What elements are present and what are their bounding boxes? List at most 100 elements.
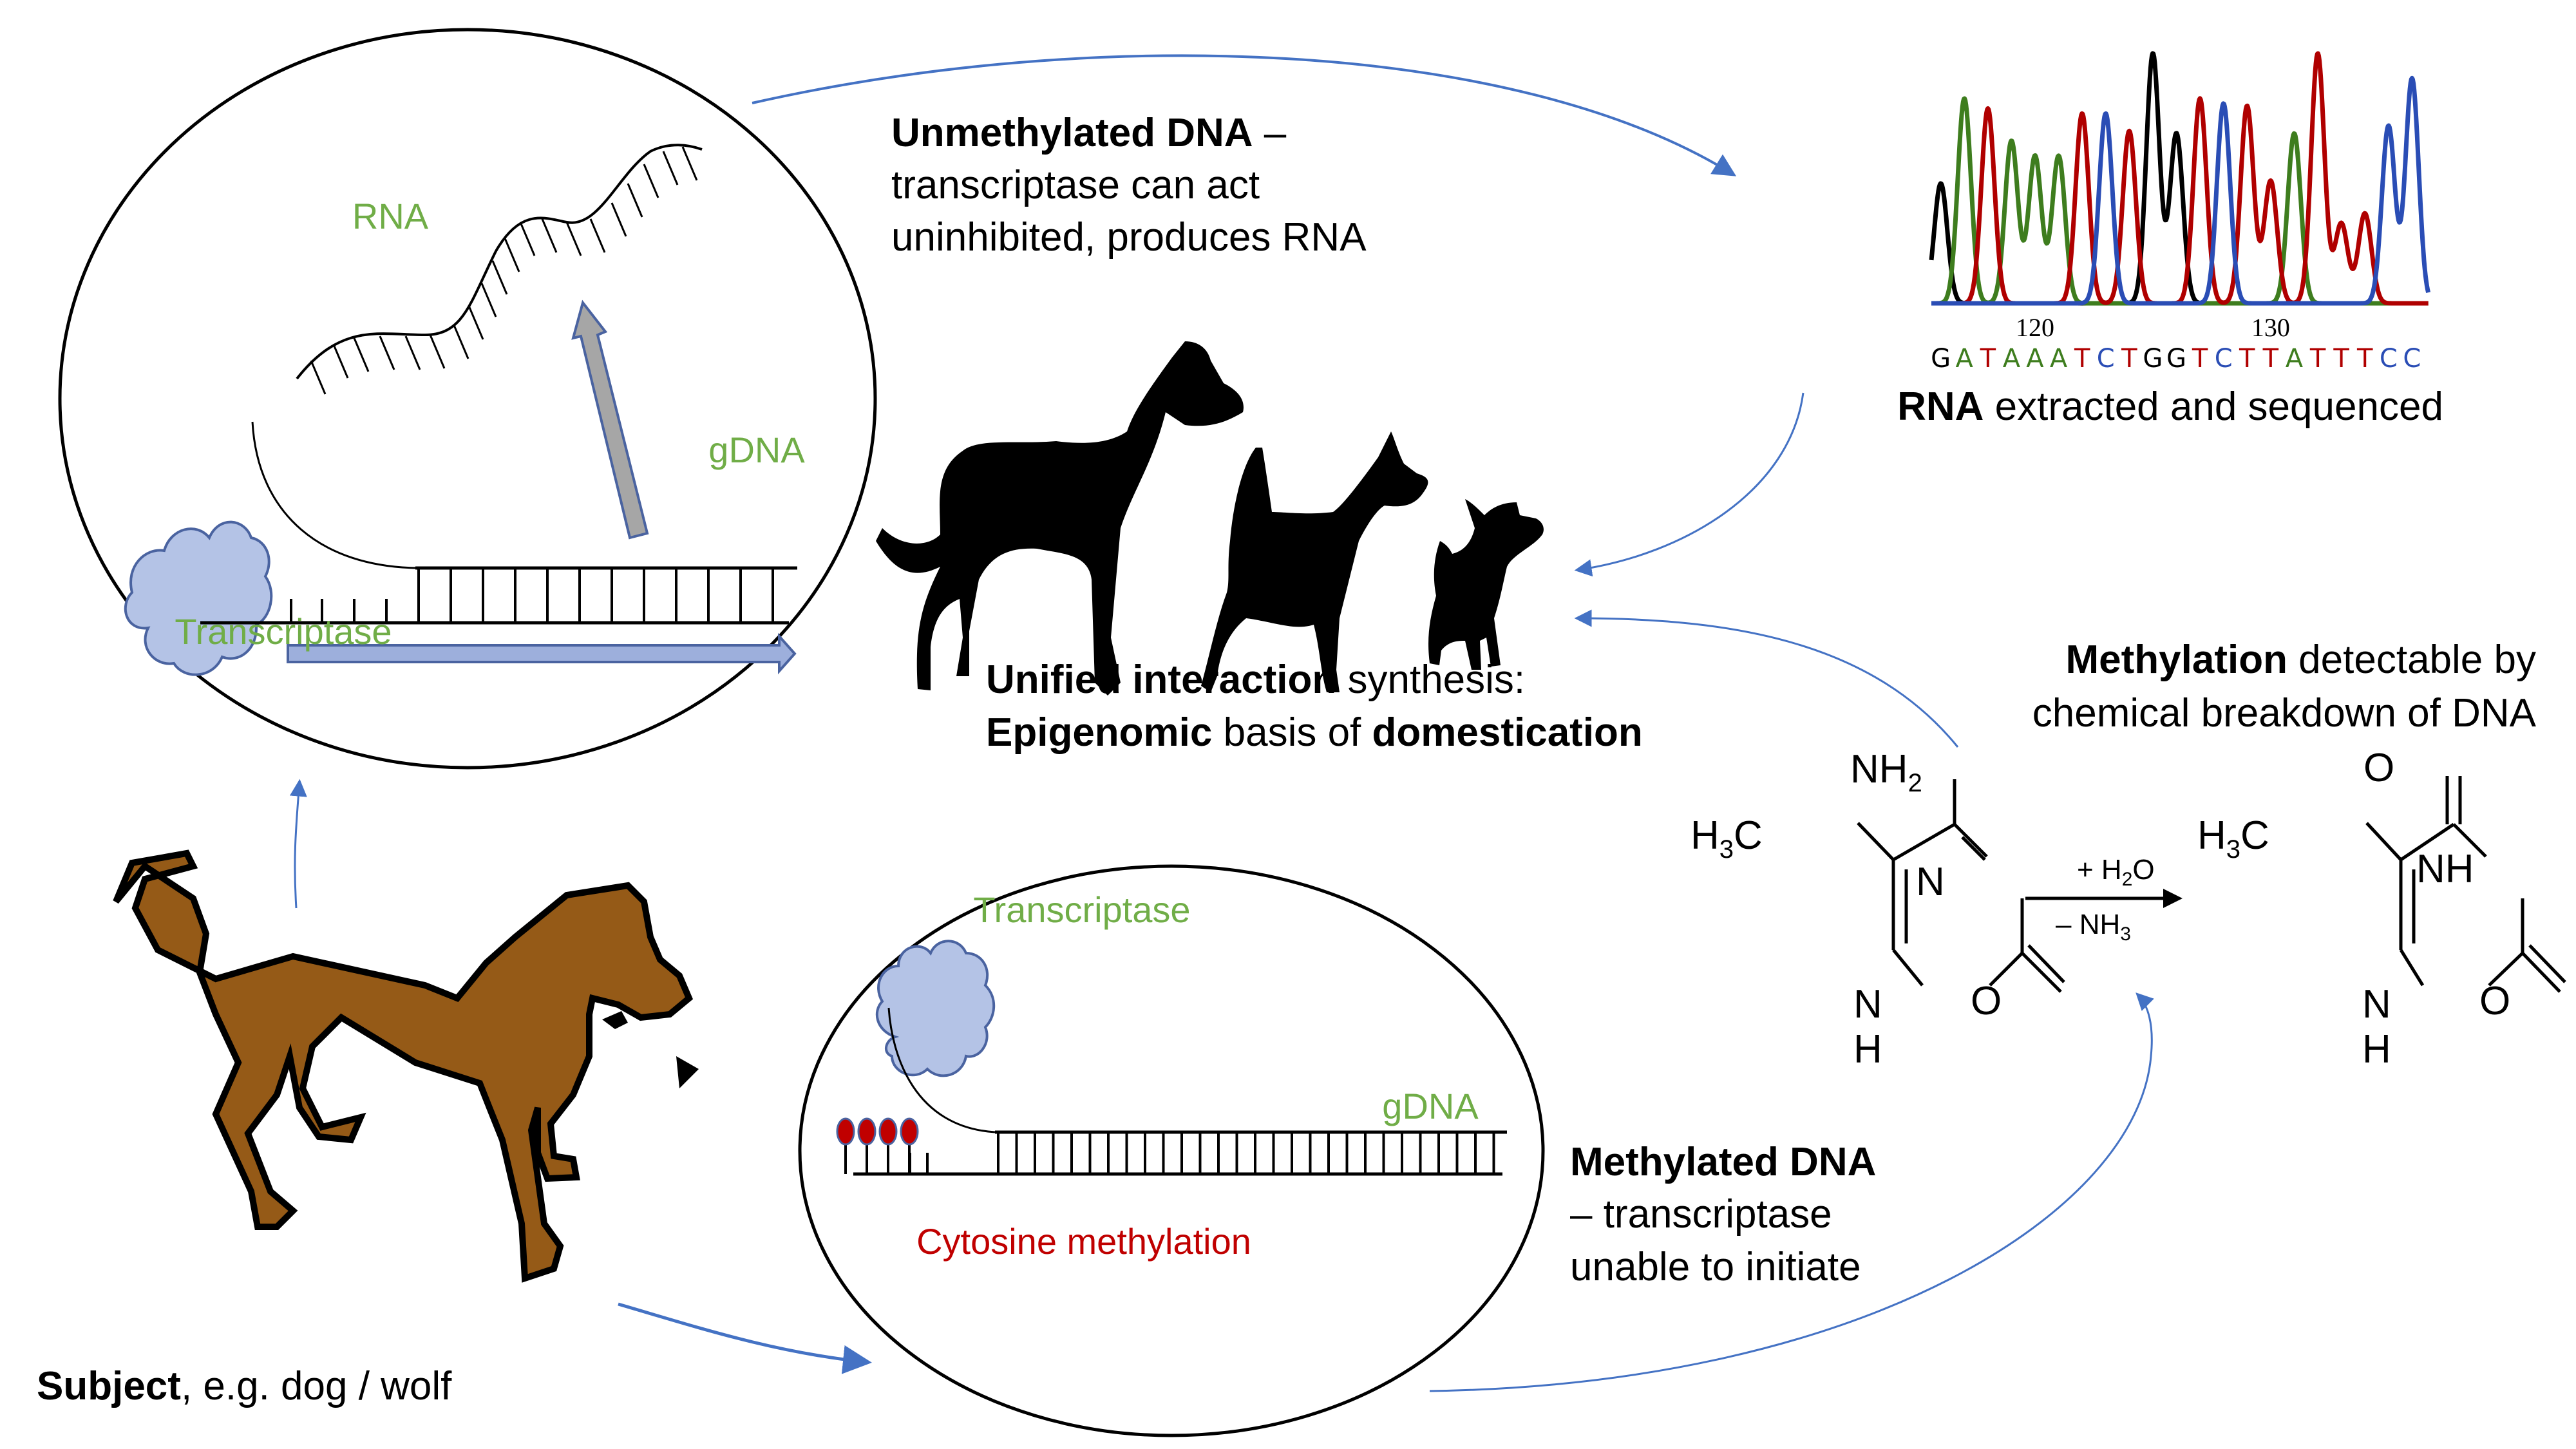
- base-call-T: T: [2074, 344, 2090, 374]
- chihuahua-silhouette-icon: [1428, 499, 1544, 670]
- base-call-T: T: [2309, 344, 2326, 374]
- unmethylated-caption: Unmethylated DNA – transcriptase can act…: [891, 111, 1367, 260]
- detection-text: detectable by: [2287, 638, 2536, 682]
- product-nh-h-label: H: [2362, 1027, 2391, 1072]
- base-call-C: C: [2380, 344, 2398, 374]
- synthesis-caption-line1: Unified interaction synthesis:: [986, 658, 1525, 702]
- methyl-group-marker: [836, 1117, 855, 1146]
- chem-text-part: H: [2197, 813, 2226, 858]
- unmethylated-caption-line1: Unmethylated DNA –: [891, 111, 1287, 155]
- sequencing-caption-rest: extracted and sequenced: [1984, 384, 2443, 429]
- base-call-G: G: [2166, 344, 2186, 374]
- methyl-group-marker: [900, 1117, 919, 1146]
- methyl-group-marker: [878, 1117, 898, 1146]
- base-call-T: T: [2356, 344, 2373, 374]
- chem-text-part: – NH: [2056, 909, 2120, 940]
- unmethylated-caption-line3: uninhibited, produces RNA: [891, 215, 1367, 260]
- base-call-T: T: [2262, 344, 2279, 374]
- methylated-caption-line2: – transcriptase: [1570, 1192, 1832, 1236]
- arrow-methylated-to-chemistry: [1429, 992, 2154, 1392]
- base-call-C: C: [2215, 344, 2233, 374]
- detection-caption: Methylation detectable by chemical break…: [2032, 638, 2537, 735]
- flow-arrows: [289, 54, 2154, 1392]
- chem-text-part: 3: [1719, 835, 1734, 864]
- detection-caption-line1: Methylation detectable by: [2066, 638, 2537, 682]
- synthesis-caption: Unified interaction synthesis: Epigenomi…: [986, 658, 1643, 755]
- chem-text-part: + H: [2077, 854, 2122, 886]
- methylated-panel: Transcriptase gDNA Cytosine methylation: [798, 864, 1545, 1437]
- greyhound-silhouette-icon: [876, 341, 1244, 696]
- dog-breeds-silhouettes: [876, 341, 1544, 696]
- product-top-oxygen-label: O: [2363, 746, 2394, 790]
- chem-text-part: 2: [1908, 769, 1922, 797]
- base-call-T: T: [2239, 344, 2255, 374]
- detection-caption-line2: chemical breakdown of DNA: [2032, 691, 2537, 735]
- transcriptase-enzyme-icon: [124, 520, 273, 676]
- synthesis-bold-domestication: domestication: [1372, 710, 1643, 755]
- subject-caption-rest: , e.g. dog / wolf: [181, 1364, 452, 1408]
- base-call-G: G: [1931, 344, 1951, 374]
- synthesis-text-1: synthesis:: [1336, 658, 1525, 702]
- synthesis-bold-epigenomic: Epigenomic: [986, 710, 1212, 755]
- methyl-group-marker: [857, 1117, 876, 1146]
- chem-text-part: 3: [2120, 923, 2131, 945]
- product-methyl-label: H3C: [2197, 813, 2269, 864]
- chromatogram-ticks: 120 130: [2016, 313, 2290, 342]
- unmethylated-cell-circle: [58, 28, 877, 770]
- base-call-T: T: [2333, 344, 2349, 374]
- methylated-cell-ellipse: [798, 864, 1545, 1437]
- transcriptase-enzyme-icon-2: [875, 940, 996, 1077]
- x-tick-label: 120: [2016, 313, 2054, 342]
- x-tick-label: 130: [2251, 313, 2290, 342]
- reactant-ring-n-label: N: [1916, 860, 1945, 904]
- base-call-T: T: [2192, 344, 2208, 374]
- subject-dog-illustration: [113, 849, 699, 1283]
- thymine-structure: [2365, 776, 2566, 993]
- methylated-caption-line3: unable to initiate: [1570, 1245, 1861, 1289]
- chem-text-part: H: [1690, 813, 1719, 858]
- rna-bases: [310, 146, 698, 395]
- rna-release-arrow: [571, 299, 649, 540]
- gdna-label: gDNA: [708, 430, 805, 470]
- unmethylated-caption-bold: Unmethylated DNA: [891, 111, 1253, 155]
- methylated-caption: Methylated DNA – transcriptase unable to…: [1570, 1140, 1876, 1289]
- transcriptase-label-2: Transcriptase: [973, 889, 1190, 930]
- base-call-T: T: [2121, 344, 2137, 374]
- base-call-G: G: [2143, 344, 2163, 374]
- reagent-remove-label: – NH3: [2056, 909, 2131, 945]
- base-call-A: A: [2003, 344, 2021, 374]
- dog-eye-icon: [602, 1011, 628, 1029]
- transcriptase-label: Transcriptase: [175, 611, 392, 652]
- gdna-label-2: gDNA: [1382, 1086, 1479, 1126]
- chem-text-part: O: [2132, 854, 2154, 886]
- synthesis-caption-line2: Epigenomic basis of domestication: [986, 710, 1643, 755]
- arrow-chemistry-to-synthesis: [1574, 609, 1959, 748]
- methylated-gdna-ladder: [853, 1130, 1507, 1176]
- chem-text-part: 2: [2122, 869, 2133, 890]
- base-call-C: C: [2403, 344, 2421, 374]
- unmethylated-panel: RNA gDNA Transcriptase: [58, 28, 877, 770]
- base-call-A: A: [2026, 344, 2044, 374]
- sequencing-caption: RNA extracted and sequenced: [1897, 384, 2443, 429]
- methylcytosine-structure: [1857, 779, 2065, 993]
- trace-A: [1929, 96, 2430, 306]
- product-nh-label: NH: [2416, 847, 2474, 891]
- arrow-to-sequencing: [752, 54, 1737, 176]
- reagent-add-label: + H2O: [2077, 854, 2155, 890]
- base-call-A: A: [2286, 344, 2304, 374]
- mixed-breed-silhouette-icon: [1201, 431, 1428, 692]
- chem-text-part: NH: [1850, 747, 1908, 791]
- base-call-C: C: [2097, 344, 2115, 374]
- reactant-methyl-label: H3C: [1690, 813, 1763, 864]
- reactant-oxygen-label: O: [1971, 979, 2002, 1023]
- chromatogram-traces: [1929, 51, 2431, 306]
- cytosine-methylation-label: Cytosine methylation: [916, 1221, 1251, 1262]
- chem-text-part: 3: [2226, 835, 2240, 864]
- unmethylated-caption-dash: –: [1253, 111, 1287, 155]
- rna-exit-curve: [251, 421, 418, 569]
- arrow-sequencing-to-synthesis: [1574, 392, 1804, 577]
- cytosine-methyl-marks: [836, 1117, 919, 1174]
